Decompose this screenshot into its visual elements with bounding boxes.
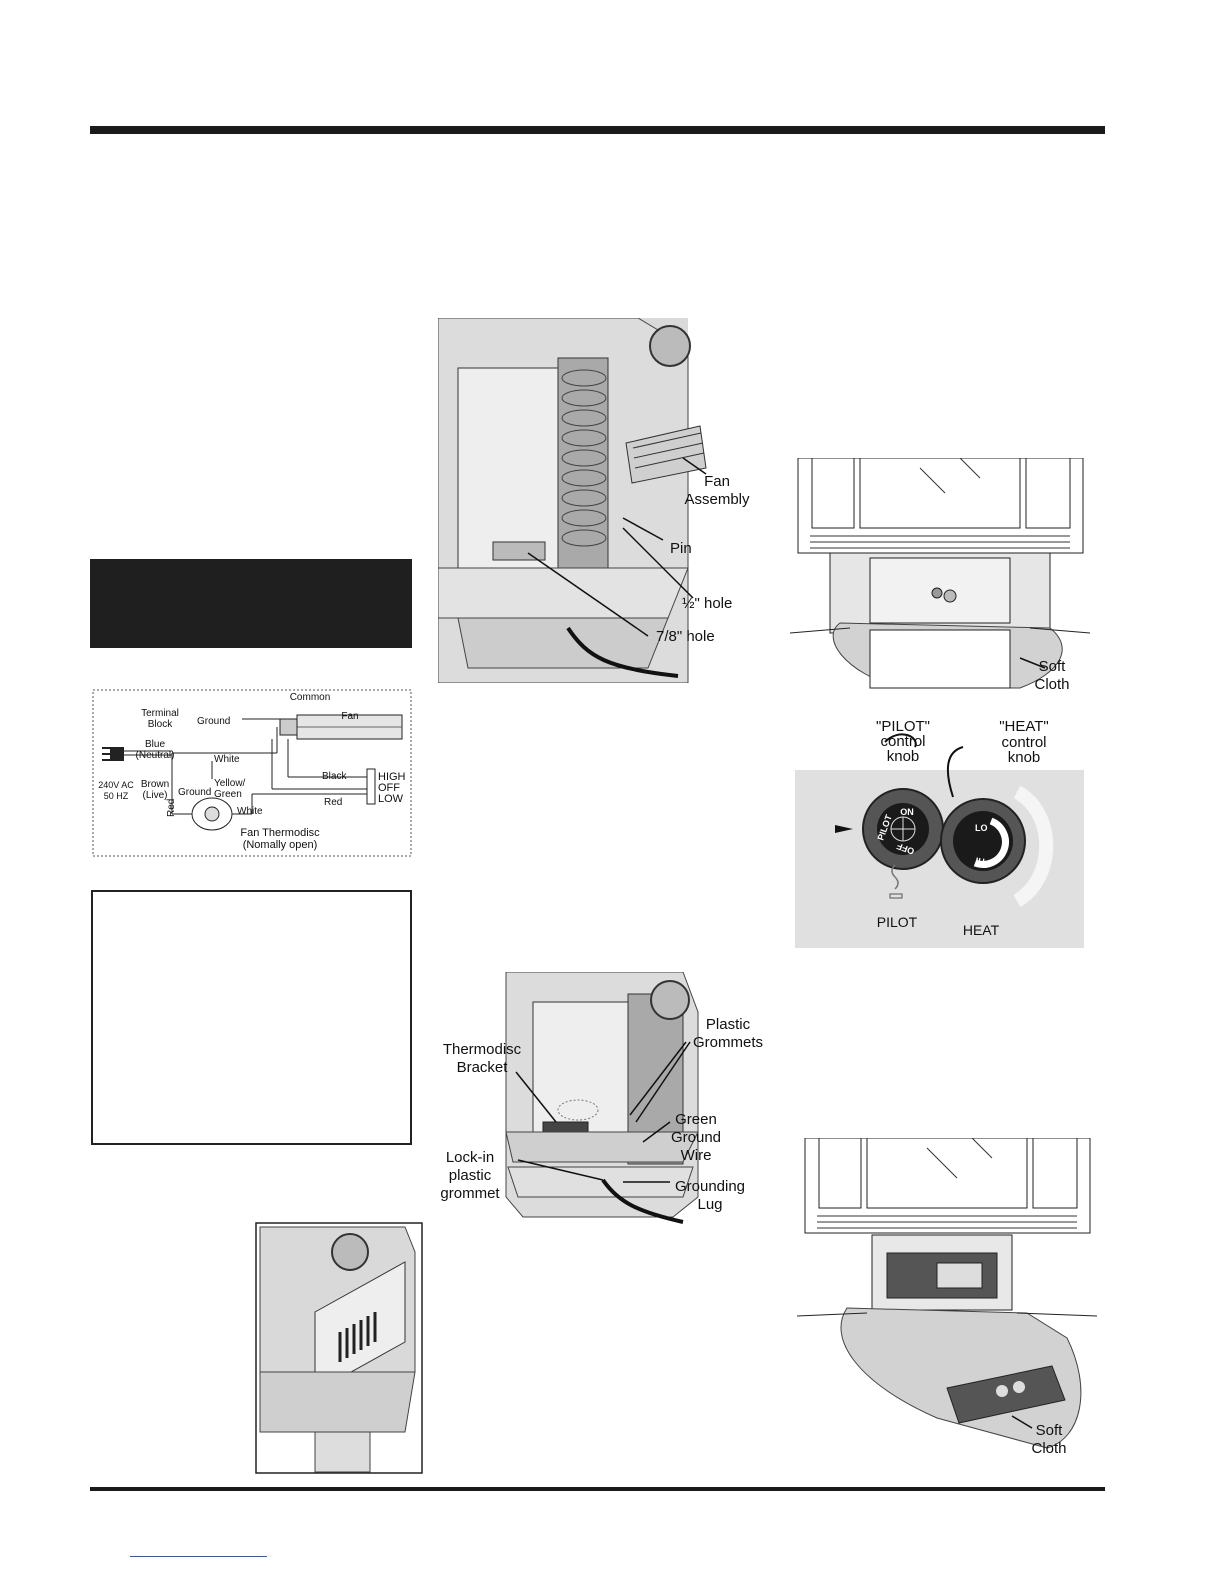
heat-coil [561, 369, 607, 547]
thermodisc-bracket-label-2: Bracket [457, 1059, 509, 1076]
power-cord [566, 626, 679, 678]
section-heading-bar [90, 559, 412, 648]
switch-high-label: HIGH [378, 771, 406, 783]
pilot-knob-label-2: control [880, 733, 925, 750]
fan-assembly-figure: Fan Assembly Pin ½" hole 7/8" hole [438, 318, 756, 683]
fan-thermodisc-label-1: Fan Thermodisc [240, 827, 320, 839]
pilot-on-text: ON [900, 807, 914, 817]
leader-7-8-hole [527, 552, 649, 637]
heat-knob-label-3: knob [1008, 749, 1041, 766]
rear-panel-figure [255, 1222, 423, 1474]
white-bottom-label: White [237, 806, 263, 817]
ground-top-label: Ground [197, 716, 230, 727]
lock-in-grommet-label-3: grommet [440, 1185, 500, 1202]
grounding-lug-label-1: Grounding [675, 1178, 745, 1195]
lock-in-grommet-label-1: Lock-in [446, 1149, 494, 1166]
pin-label: Pin [670, 540, 692, 557]
terminal-block-label-1: Terminal [141, 708, 179, 719]
fan-thermodisc-label-2: (Nomally open) [243, 839, 318, 851]
wiring-diagram: Common Terminal Block Ground Fan Blue (N… [92, 689, 412, 857]
heat-arrow [1012, 785, 1054, 907]
yellow-green-label-1: Yellow/ [214, 778, 246, 789]
blue-neutral-label-1: Blue [145, 739, 165, 750]
heat-lo-text: LO [975, 823, 988, 833]
power-plug [102, 747, 124, 761]
bottom-rule [90, 1487, 1105, 1491]
red-right-label: Red [324, 797, 342, 808]
brown-live-label-1: Brown [141, 779, 169, 790]
grounding-lug-label-2: Lug [697, 1196, 722, 1213]
yellow-green-label-2: Green [214, 789, 242, 800]
lock-in-grommet-label-2: plastic [449, 1167, 492, 1184]
white-top-label: White [214, 754, 240, 765]
leader-pin [622, 517, 664, 541]
plastic-grommets-label-2: Grommets [693, 1034, 763, 1051]
pilot-knob-label-3: knob [887, 748, 920, 765]
plastic-grommets-label-1: Plastic [706, 1016, 751, 1033]
soft-cloth-label-1: Soft [1039, 658, 1067, 675]
black-wire-label: Black [322, 771, 347, 782]
notice-box [91, 890, 412, 1145]
fan-switch [366, 768, 376, 805]
leader-half-hole [622, 527, 694, 599]
brown-live-label-2: (Live) [142, 790, 167, 801]
fan-assembly-label-1: Fan [704, 473, 730, 490]
flue-port [649, 325, 691, 367]
terminal-block-label-2: Block [148, 719, 173, 730]
supply-label-1: 240V AC [98, 780, 134, 790]
fan-blower [625, 425, 707, 484]
heat-knob-label-2: control [1001, 734, 1046, 751]
half-hole-label: ½" hole [682, 595, 732, 612]
control-panel-figure: Soft Cloth [790, 458, 1095, 693]
heat-caption: HEAT [963, 922, 1000, 938]
thermodisc-bracket-label-1: Thermodisc [443, 1041, 522, 1058]
thermodisc-figure: Thermodisc Bracket Plastic Grommets Gree… [438, 972, 768, 1234]
soft-cloth-lower-label-1: Soft [1036, 1422, 1064, 1439]
heat-knob-label-1: "HEAT" [999, 718, 1049, 735]
fan-label: Fan [341, 711, 358, 722]
heat-hi-text: HI [975, 855, 986, 866]
soft-cloth-lower-label-2: Cloth [1031, 1440, 1066, 1457]
leader-fan [682, 457, 707, 475]
seven-eighth-hole-label: 7/8" hole [656, 628, 715, 645]
footer-link-underline [130, 1556, 267, 1557]
green-ground-wire-label-2: Ground [671, 1129, 721, 1146]
common-label: Common [290, 692, 331, 703]
switch-off-label: OFF [378, 782, 400, 794]
fan-assembly-label-2: Assembly [684, 491, 750, 508]
pilot-caption: PILOT [877, 914, 918, 930]
switch-low-label: LOW [378, 793, 404, 805]
soft-cloth-label-2: Cloth [1034, 676, 1069, 693]
red-vertical-label: Red [166, 799, 177, 817]
valve-removal-figure: Soft Cloth [797, 1138, 1102, 1460]
blue-neutral-label-2: (Neutral) [136, 750, 175, 761]
ground-bottom-label: Ground [178, 787, 211, 798]
green-ground-wire-label-1: Green [675, 1111, 717, 1128]
supply-label-2: 50 HZ [104, 791, 129, 801]
pilot-knob-label-1: "PILOT" [876, 718, 930, 735]
top-rule [90, 126, 1105, 134]
control-knobs-figure: "PILOT" control knob "HEAT" control knob… [795, 717, 1085, 949]
green-ground-wire-label-3: Wire [681, 1147, 712, 1164]
soft-cloth-lower [840, 1307, 1082, 1449]
